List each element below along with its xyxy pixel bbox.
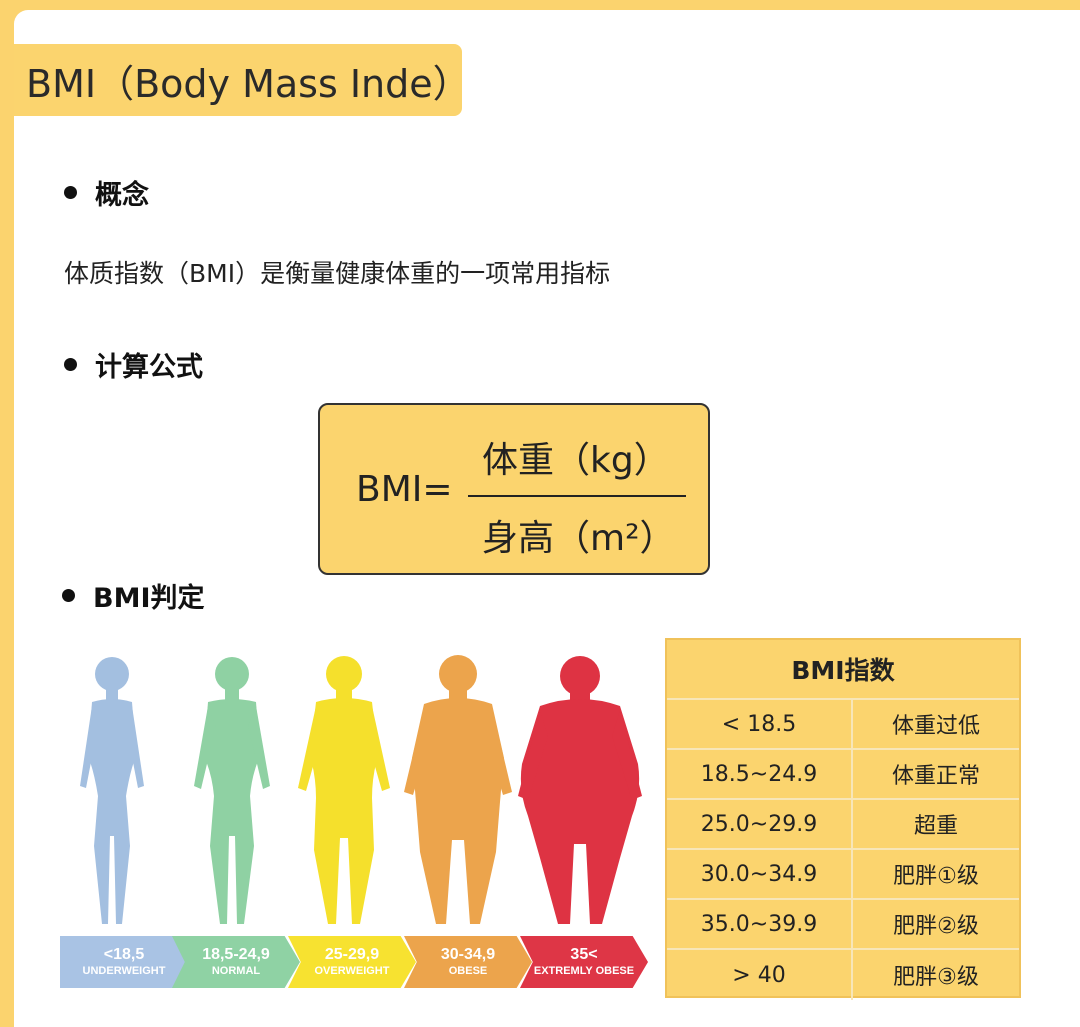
category-range: 18,5-24,9 — [202, 946, 270, 963]
formula-denominator: 身高（m²） — [482, 518, 676, 559]
table-row: 30.0~34.9 肥胖①级 — [667, 850, 1019, 900]
figure-underweight-icon — [80, 657, 144, 924]
section-heading: BMI判定 — [93, 583, 205, 614]
bmi-status-cell: 肥胖③级 — [893, 965, 979, 990]
category-label: OVERWEIGHT — [314, 965, 390, 977]
category-arrow: 30-34,9 OBESE — [404, 936, 532, 988]
bmi-range-cell: 30.0~34.9 — [667, 850, 853, 898]
body-silhouettes — [80, 655, 642, 924]
category-arrow: <18,5 UNDERWEIGHT — [60, 936, 188, 988]
bmi-status-cell: 超重 — [913, 814, 958, 839]
category-range: <18,5 — [103, 946, 145, 963]
formula-box: BMI= 体重（kg） 身高（m²） — [318, 403, 710, 575]
table-header: BMI指数 — [667, 640, 1019, 700]
table-row: 25.0~29.9 超重 — [667, 800, 1019, 850]
category-range: 25-29,9 — [324, 946, 380, 963]
title-banner: BMI（Body Mass Inde） — [14, 44, 471, 116]
bullet-dot-icon — [62, 589, 75, 602]
section-bmi-judgement: BMI判定 — [62, 576, 205, 615]
table-row: < 18.5 体重过低 — [667, 700, 1019, 750]
figure-overweight-icon — [298, 656, 390, 924]
bmi-status-cell: 肥胖②级 — [893, 914, 979, 939]
formula-numerator: 体重（kg） — [482, 440, 670, 481]
category-arrow: 25-29,9 OVERWEIGHT — [288, 936, 416, 988]
category-label: EXTREMLY OBESE — [533, 965, 635, 977]
bmi-status-cell: 肥胖①级 — [893, 864, 979, 889]
content-card: BMI（Body Mass Inde） 概念 体质指数（BMI）是衡量健康体重的… — [14, 10, 1080, 1027]
section-concept: 概念 — [64, 173, 149, 212]
bmi-index-table: BMI指数 < 18.5 体重过低 18.5~24.9 体重正常 25.0~29… — [665, 638, 1021, 1000]
page-title: BMI（Body Mass Inde） — [26, 61, 471, 106]
table-row: 18.5~24.9 体重正常 — [667, 750, 1019, 800]
category-arrow: 18,5-24,9 NORMAL — [172, 936, 300, 988]
bullet-dot-icon — [64, 186, 77, 199]
figure-extremely-obese-icon — [518, 656, 642, 924]
bmi-status-cell: 体重过低 — [891, 714, 980, 739]
category-arrow: 35< EXTREMLY OBESE — [520, 936, 648, 988]
fraction-line — [468, 495, 686, 497]
bmi-range-cell: < 18.5 — [667, 700, 853, 748]
concept-text: 体质指数（BMI）是衡量健康体重的一项常用指标 — [64, 259, 611, 288]
bmi-category-scale: <18,5 UNDERWEIGHT 18,5-24,9 NORMAL 25-29… — [60, 936, 660, 990]
figure-obese-icon — [404, 655, 512, 924]
bmi-range-cell: 25.0~29.9 — [667, 800, 853, 848]
formula-lhs: BMI= — [356, 469, 453, 510]
bmi-status-cell: 体重正常 — [891, 764, 980, 789]
section-heading: 概念 — [95, 180, 149, 211]
table-row: > 40 肥胖③级 — [667, 950, 1019, 1000]
bmi-range-cell: > 40 — [667, 950, 853, 1000]
category-label: NORMAL — [211, 965, 261, 977]
table-row: 35.0~39.9 肥胖②级 — [667, 900, 1019, 950]
category-label: OBESE — [448, 965, 488, 977]
category-range: 35< — [570, 946, 598, 963]
category-range: 30-34,9 — [440, 946, 496, 963]
bmi-range-cell: 18.5~24.9 — [667, 750, 853, 798]
bmi-range-cell: 35.0~39.9 — [667, 900, 853, 948]
bullet-dot-icon — [64, 358, 77, 371]
category-label: UNDERWEIGHT — [82, 965, 166, 977]
section-formula: 计算公式 — [64, 345, 203, 384]
section-heading: 计算公式 — [95, 352, 203, 383]
figure-normal-icon — [194, 657, 270, 924]
